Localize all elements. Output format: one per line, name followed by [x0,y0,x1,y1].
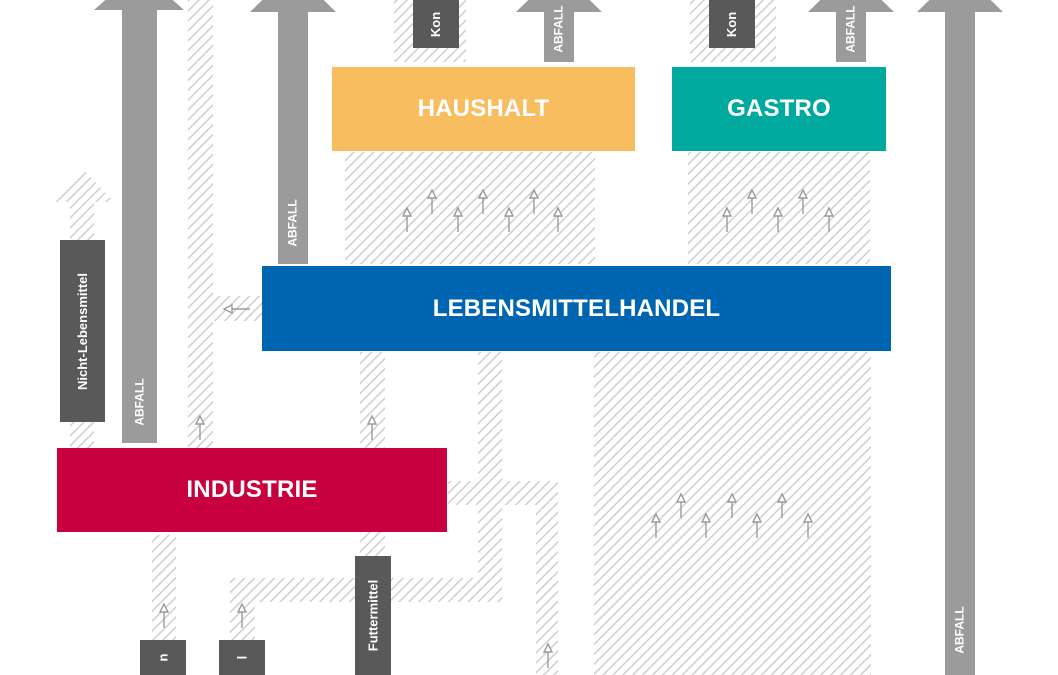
label-text: ABFALL [552,5,567,53]
arrow-mark [401,206,413,232]
flow-nicht-lebensmittel-head [50,168,114,202]
arrow-mark [542,642,554,668]
node-haushalt: HAUSHALT [332,67,635,151]
arrow-mark [552,206,564,232]
arrow-mark [236,602,248,628]
abfall-arrow-gesamt [917,0,1003,675]
arrow-mark [222,303,250,315]
label-konsum-haushalt: Kon [413,0,459,48]
label-text: ABFALL [133,378,148,426]
label-text: ABFALL [953,606,968,654]
arrow-mark [797,188,809,214]
arrow-mark [650,512,662,538]
label-text: Kon [428,11,444,37]
flow-arrow-marks [158,188,835,668]
node-industrie: INDUSTRIE [57,448,447,532]
arrow-mark [366,414,378,440]
label-bottom-left-2: l [219,640,265,675]
arrow-mark [477,188,489,214]
label-abfall-handel: ABFALL [279,186,307,260]
arrow-mark [194,414,206,440]
arrow-mark [751,512,763,538]
flow-handel-down [478,352,502,602]
arrow-mark [675,492,687,518]
flow-haushalt-supply [345,152,595,264]
label-text: l [234,655,250,660]
label-text: Kon [724,11,740,37]
arrow-mark [700,512,712,538]
arrow-mark [426,188,438,214]
label-abfall-haushalt: ABFALL [545,0,573,58]
node-gastro: GASTRO [672,67,886,151]
arrow-mark [452,206,464,232]
arrow-mark [823,206,835,232]
arrow-mark [528,188,540,214]
label-nicht-lebensmittel: Nicht-Lebensmittel [60,240,105,422]
label-text: ABFALL [286,199,301,247]
flow-gastro-supply [688,152,870,264]
label-bottom-left-1: n [140,640,186,675]
arrow-mark [772,206,784,232]
arrow-mark [776,492,788,518]
arrow-mark [746,188,758,214]
label-text: Nicht-Lebensmittel [75,272,91,390]
label-konsum-gastro: Kon [709,0,755,48]
label-text: Futtermittel [365,579,381,652]
label-text: ABFALL [844,5,859,53]
flow-industrie-to-handel [188,0,213,448]
arrow-mark [726,492,738,518]
label-abfall-gastro: ABFALL [837,0,865,58]
arrow-mark [802,512,814,538]
arrow-mark [158,602,170,628]
label-futtermittel: Futtermittel [355,556,391,675]
node-lebensmittelhandel: LEBENSMITTELHANDEL [262,266,891,351]
label-abfall-gesamt: ABFALL [946,590,974,670]
flow-industrie-right-down [536,481,558,675]
label-text: n [155,653,171,662]
arrow-mark [503,206,515,232]
arrow-mark [721,206,733,232]
label-abfall-industrie: ABFALL [124,366,156,438]
